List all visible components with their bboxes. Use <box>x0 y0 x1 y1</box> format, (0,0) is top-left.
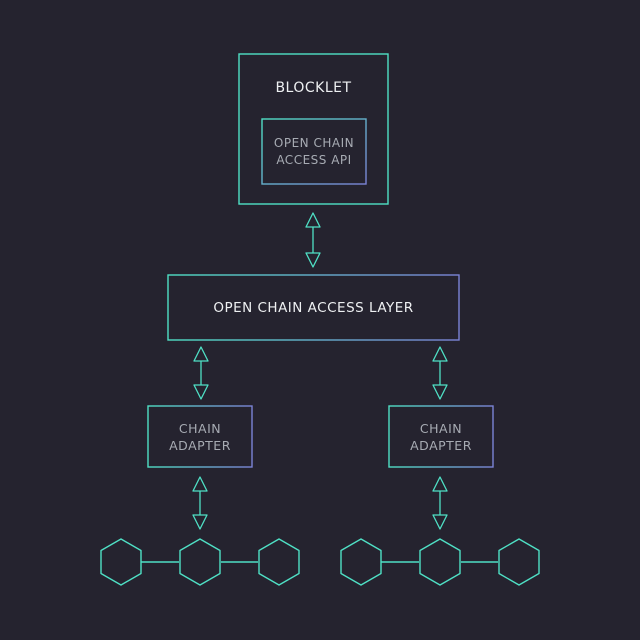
hexagon-node-icon <box>419 538 461 586</box>
blockchain-left <box>100 538 300 586</box>
blockchain-right <box>340 538 540 586</box>
chain-adapter-left-line1: CHAIN <box>178 420 222 436</box>
chain-adapter-label-right: CHAIN ADAPTER <box>389 406 493 467</box>
arrow-layer-adapter-right-icon <box>432 346 448 400</box>
hexagon-node-icon <box>340 538 382 586</box>
arrow-blocklet-layer-icon <box>305 212 321 268</box>
access-api-line1: OPEN CHAIN <box>273 135 355 150</box>
access-api-line2: ACCESS API <box>276 152 352 167</box>
chain-adapter-left-line2: ADAPTER <box>169 437 231 453</box>
blocklet-title: BLOCKLET <box>275 80 352 96</box>
chain-adapter-box-left <box>147 405 253 468</box>
hexagon-node-icon <box>258 538 300 586</box>
chain-adapter-right-line2: ADAPTER <box>410 437 472 453</box>
arrow-adapter-chain-left-icon <box>192 476 208 530</box>
access-api-label: OPEN CHAIN ACCESS API <box>262 119 366 184</box>
chain-adapter-box-right <box>388 405 494 468</box>
hexagon-node-icon <box>179 538 221 586</box>
arrow-adapter-chain-right-icon <box>432 476 448 530</box>
blocklet-box <box>238 53 389 205</box>
hexagon-node-icon <box>100 538 142 586</box>
access-api-box <box>261 118 367 185</box>
arrow-layer-adapter-left-icon <box>193 346 209 400</box>
access-layer-label: OPEN CHAIN ACCESS LAYER <box>213 299 414 316</box>
chain-adapter-label-left: CHAIN ADAPTER <box>148 406 252 467</box>
access-layer-box <box>167 274 460 341</box>
chain-adapter-right-line1: CHAIN <box>419 420 463 436</box>
hexagon-node-icon <box>498 538 540 586</box>
